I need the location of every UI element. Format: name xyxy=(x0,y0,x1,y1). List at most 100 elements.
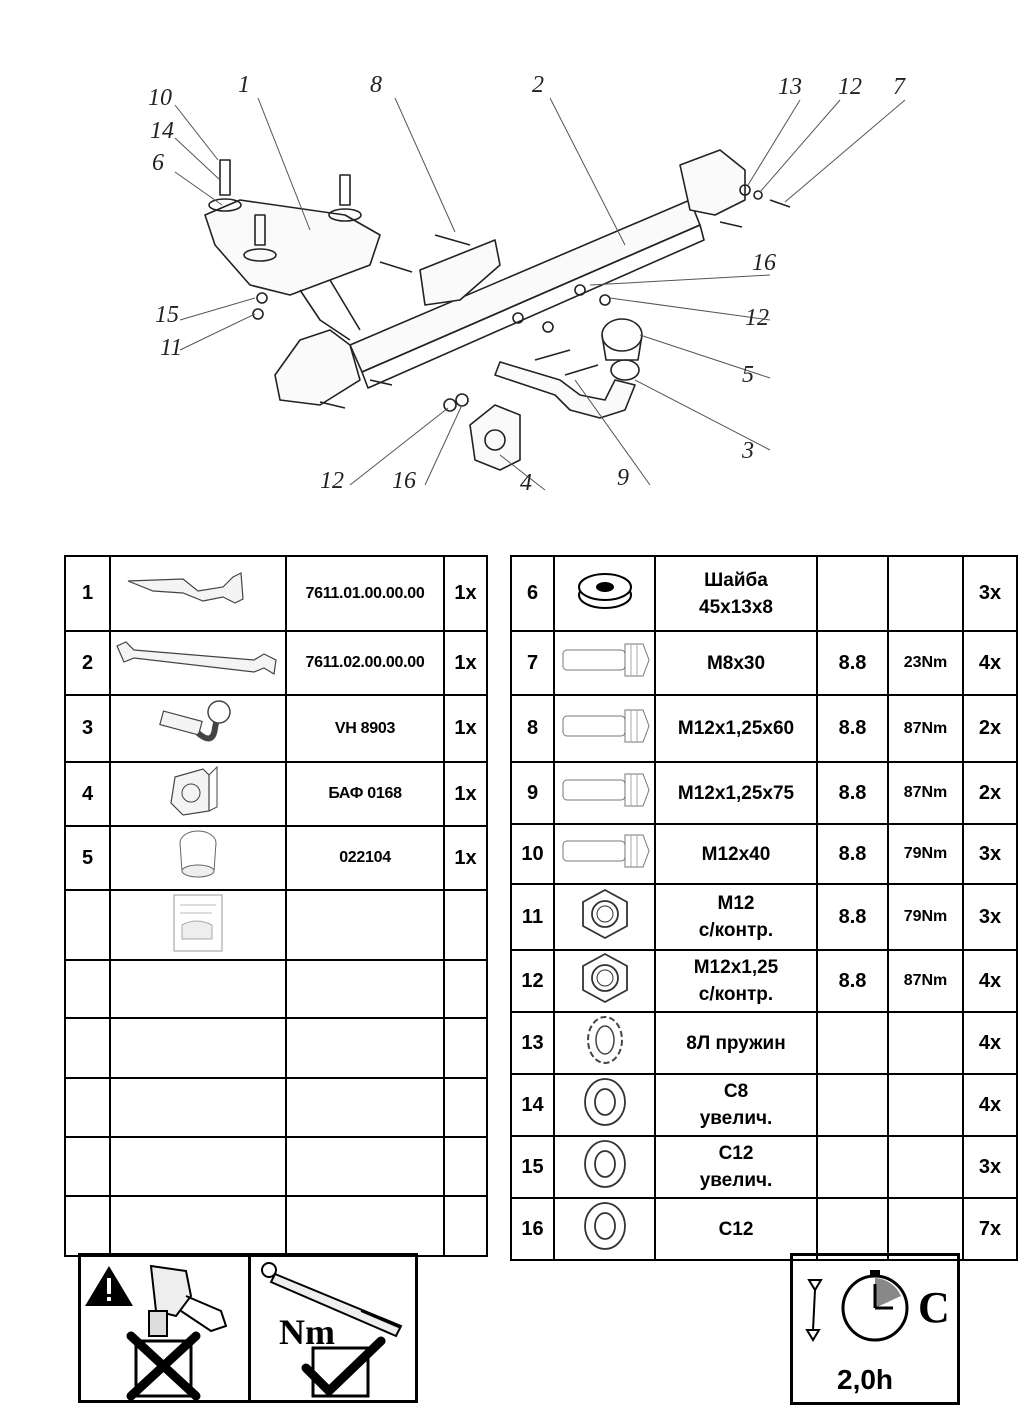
part-name: С12 xyxy=(654,1197,818,1261)
part-number xyxy=(64,1136,111,1197)
part-number: 11 xyxy=(510,883,555,951)
part-number xyxy=(64,1195,111,1257)
part-qty: 3x xyxy=(962,1135,1018,1199)
part-qty: 1x xyxy=(443,630,488,696)
callout-5: 5 xyxy=(742,362,754,388)
strength-grade xyxy=(816,1073,889,1137)
part-image xyxy=(553,823,656,885)
part-name: M8x30 xyxy=(654,630,818,696)
exploded-assembly-diagram: 10 1 8 2 13 12 7 14 6 16 15 12 11 5 3 12… xyxy=(148,72,906,496)
part-image xyxy=(109,1017,287,1079)
strength-grade: 8.8 xyxy=(816,630,889,696)
part-number: 5 xyxy=(64,825,111,891)
part-number: 7 xyxy=(510,630,555,696)
installation-time-box: C 2,0h xyxy=(790,1253,960,1405)
part-number xyxy=(64,1017,111,1079)
difficulty-letter: C xyxy=(918,1283,950,1332)
part-image xyxy=(109,694,287,763)
washer-icon xyxy=(580,1140,630,1196)
callout-16: 16 xyxy=(392,468,416,494)
approved-check-icon xyxy=(301,1336,386,1398)
crossmember-beam-icon xyxy=(114,641,282,687)
part-code xyxy=(285,1195,445,1257)
callout-14: 13 xyxy=(778,74,802,100)
part-qty: 3x xyxy=(962,883,1018,951)
bolt-icon xyxy=(557,834,653,880)
part-image xyxy=(553,1135,656,1199)
torque-unit-label: Nm xyxy=(279,1312,335,1352)
part-name-line-1: M12 xyxy=(717,893,755,914)
part-number: 8 xyxy=(510,694,555,763)
part-qty: 4x xyxy=(962,949,1018,1013)
part-qty: 1x xyxy=(443,555,488,632)
part-qty: 1x xyxy=(443,825,488,891)
wrench-icon xyxy=(805,1279,823,1342)
part-code: 7611.01.00.00.00 xyxy=(285,555,445,632)
impact-wrench-icon xyxy=(148,1264,228,1337)
part-qty xyxy=(443,1017,488,1079)
part-image xyxy=(553,555,656,632)
table-row xyxy=(64,1136,488,1197)
part-code xyxy=(285,889,445,961)
bolt-icon xyxy=(557,773,653,819)
part-image xyxy=(109,761,287,827)
part-image xyxy=(109,1136,287,1197)
clock-icon xyxy=(841,1270,909,1342)
tightening-torque: 87Nm xyxy=(887,694,964,763)
part-name-line-2: увелич. xyxy=(699,1170,773,1191)
strength-grade: 8.8 xyxy=(816,823,889,885)
part-image xyxy=(553,694,656,763)
table-row xyxy=(64,959,488,1019)
washer-icon xyxy=(580,1202,630,1258)
tightening-torque xyxy=(887,1197,964,1261)
part-image xyxy=(553,761,656,825)
part-number xyxy=(64,1077,111,1138)
part-qty xyxy=(443,1077,488,1138)
part-image xyxy=(109,889,287,961)
part-code xyxy=(285,1136,445,1197)
callout-15: 14 xyxy=(150,118,174,144)
part-name-line-1: С12 xyxy=(718,1143,754,1164)
part-qty: 1x xyxy=(443,694,488,763)
callout-2: 2 xyxy=(532,72,544,98)
part-number xyxy=(64,959,111,1019)
callout-16: 15 xyxy=(155,302,179,328)
strength-grade xyxy=(816,1197,889,1261)
washer-thick-icon xyxy=(573,572,637,618)
part-qty: 2x xyxy=(962,694,1018,763)
torque-wrench-cell: Nm xyxy=(251,1256,415,1400)
tightening-torque: 23Nm xyxy=(887,630,964,696)
part-name-line-2: 45x13x8 xyxy=(699,596,773,618)
part-image xyxy=(553,1197,656,1261)
spring-washer-icon xyxy=(583,1016,627,1072)
crossmember-bracket-icon xyxy=(123,571,273,618)
part-image xyxy=(109,630,287,696)
callout-10: 10 xyxy=(148,85,172,111)
part-image xyxy=(553,1011,656,1075)
part-code: VH 8903 xyxy=(285,694,445,763)
part-qty: 3x xyxy=(962,823,1018,885)
strength-grade xyxy=(816,1011,889,1075)
strength-grade: 8.8 xyxy=(816,949,889,1013)
part-number: 15 xyxy=(510,1135,555,1199)
callout-7: 7 xyxy=(893,74,906,100)
part-name-line-1: M8x30 xyxy=(706,652,766,674)
washer-icon xyxy=(580,1078,630,1134)
torque-wrench-icon xyxy=(261,1262,403,1338)
strength-grade xyxy=(816,555,889,632)
part-qty: 4x xyxy=(962,1073,1018,1137)
tightening-torque: 87Nm xyxy=(887,949,964,1013)
tool-warning-box: Nm xyxy=(78,1253,418,1403)
part-number: 1 xyxy=(64,555,111,632)
part-qty: 7x xyxy=(962,1197,1018,1261)
manual-booklet-icon xyxy=(168,894,228,958)
